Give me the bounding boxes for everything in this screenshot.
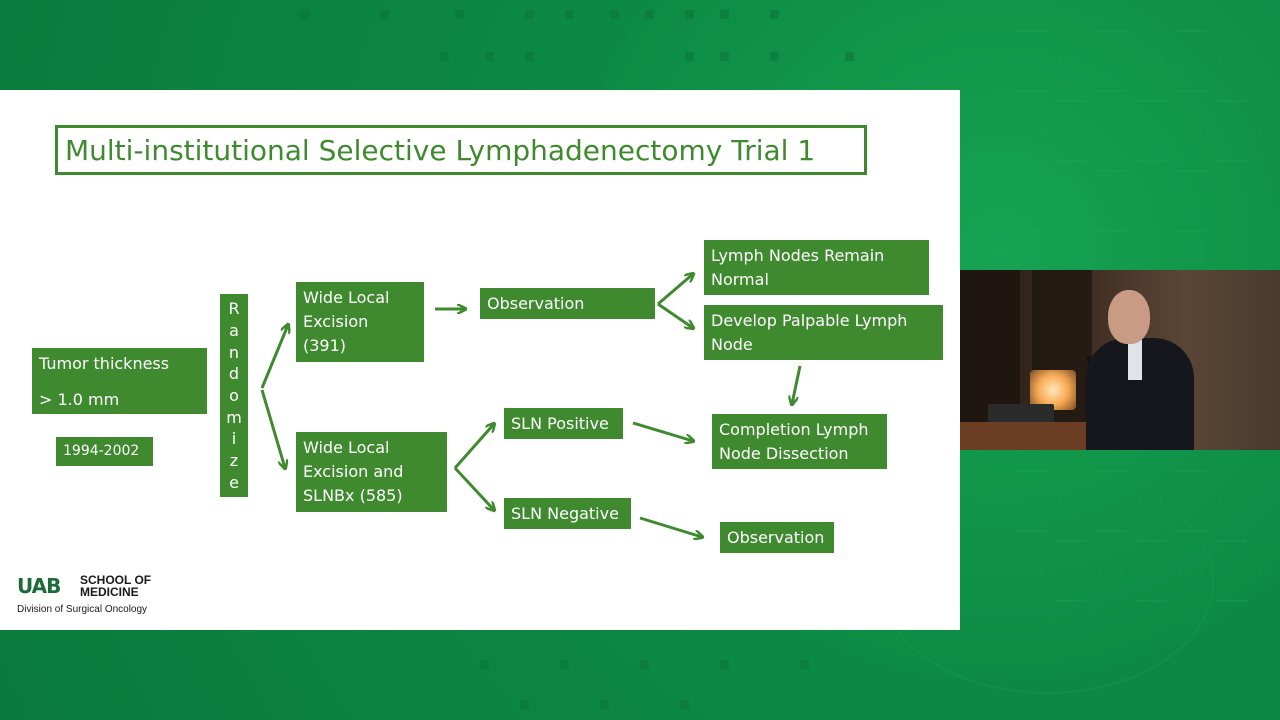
slide: Multi-institutional Selective Lymphadene… [0, 90, 960, 630]
normal-line: Lymph Nodes Remain [711, 246, 885, 265]
observation-top-box: Observation [480, 288, 655, 319]
lamp [1030, 370, 1076, 410]
randomize-letter: o [229, 385, 239, 405]
lymph-nodes-normal-box: Lymph Nodes Remain Normal [704, 240, 929, 295]
wide-local-excision-slnbx-box: Wide Local Excision and SLNBx (585) [296, 432, 447, 512]
logo-medicine-text: MEDICINE [80, 585, 139, 599]
arrow-slnbx-to-negative [453, 466, 494, 510]
randomize-letter: a [229, 320, 239, 340]
years-label: 1994-2002 [63, 443, 140, 459]
laptop [988, 404, 1054, 422]
sln-positive-label: SLN Positive [511, 414, 609, 433]
palpable-line: Develop Palpable Lymph [711, 311, 908, 330]
wle-slnbx-line: SLNBx (585) [303, 486, 403, 505]
speaker-shirt [1128, 340, 1142, 380]
completion-line: Node Dissection [719, 444, 849, 463]
logo-school-text: SCHOOL OF [80, 573, 152, 587]
arrow-negative-to-observation [639, 516, 702, 537]
normal-line: Normal [711, 270, 769, 289]
randomize-letter: R [228, 299, 240, 319]
observation-bottom-label: Observation [727, 528, 825, 547]
randomize-box: R a n d o m i z e [220, 294, 248, 497]
wle-line: Excision [303, 312, 369, 331]
wide-local-excision-box: Wide Local Excision (391) [296, 282, 424, 362]
sln-negative-box: SLN Negative [504, 498, 631, 529]
tumor-thickness-box: Tumor thickness > 1.0 mm [32, 348, 207, 414]
wle-slnbx-line: Excision and [303, 462, 404, 481]
randomize-letter: z [229, 450, 239, 470]
palpable-lymph-node-box: Develop Palpable Lymph Node [704, 305, 943, 360]
speaker-video [960, 270, 1280, 450]
arrow-slnbx-to-positive [453, 424, 494, 469]
randomize-letter: i [231, 429, 237, 449]
sln-positive-box: SLN Positive [504, 408, 623, 439]
arrow-observation-to-normal [657, 274, 693, 306]
randomize-letter: n [228, 342, 240, 362]
arrow-randomize-to-wle [260, 325, 288, 389]
arrow-randomize-to-wle-slnbx [260, 389, 285, 468]
randomize-letter: e [229, 472, 239, 492]
arrow-observation-to-palpable [657, 302, 693, 328]
sln-negative-label: SLN Negative [511, 504, 619, 523]
observation-bottom-box: Observation [720, 522, 834, 553]
uab-logo: UAB SCHOOL OF MEDICINE Division of Surgi… [17, 573, 197, 618]
completion-dissection-box: Completion Lymph Node Dissection [712, 414, 887, 469]
randomize-letter: m [226, 407, 242, 427]
tumor-thickness-label: Tumor thickness [39, 354, 170, 373]
wle-slnbx-line: Wide Local [303, 438, 390, 457]
arrow-positive-to-completion [632, 421, 693, 441]
observation-top-label: Observation [487, 294, 585, 313]
uab-logo-mark: UAB [17, 574, 61, 598]
speaker-head [1108, 290, 1150, 344]
randomize-letter: d [228, 364, 240, 384]
completion-line: Completion Lymph [719, 420, 869, 439]
tumor-thickness-value: > 1.0 mm [39, 390, 120, 409]
logo-division-text: Division of Surgical Oncology [17, 604, 148, 615]
wle-line: Wide Local [303, 288, 390, 307]
palpable-line: Node [711, 335, 753, 354]
years-box: 1994-2002 [56, 437, 153, 466]
wle-line: (391) [303, 336, 347, 355]
arrow-palpable-to-completion [792, 365, 802, 404]
slide-title: Multi-institutional Selective Lymphadene… [55, 125, 867, 175]
